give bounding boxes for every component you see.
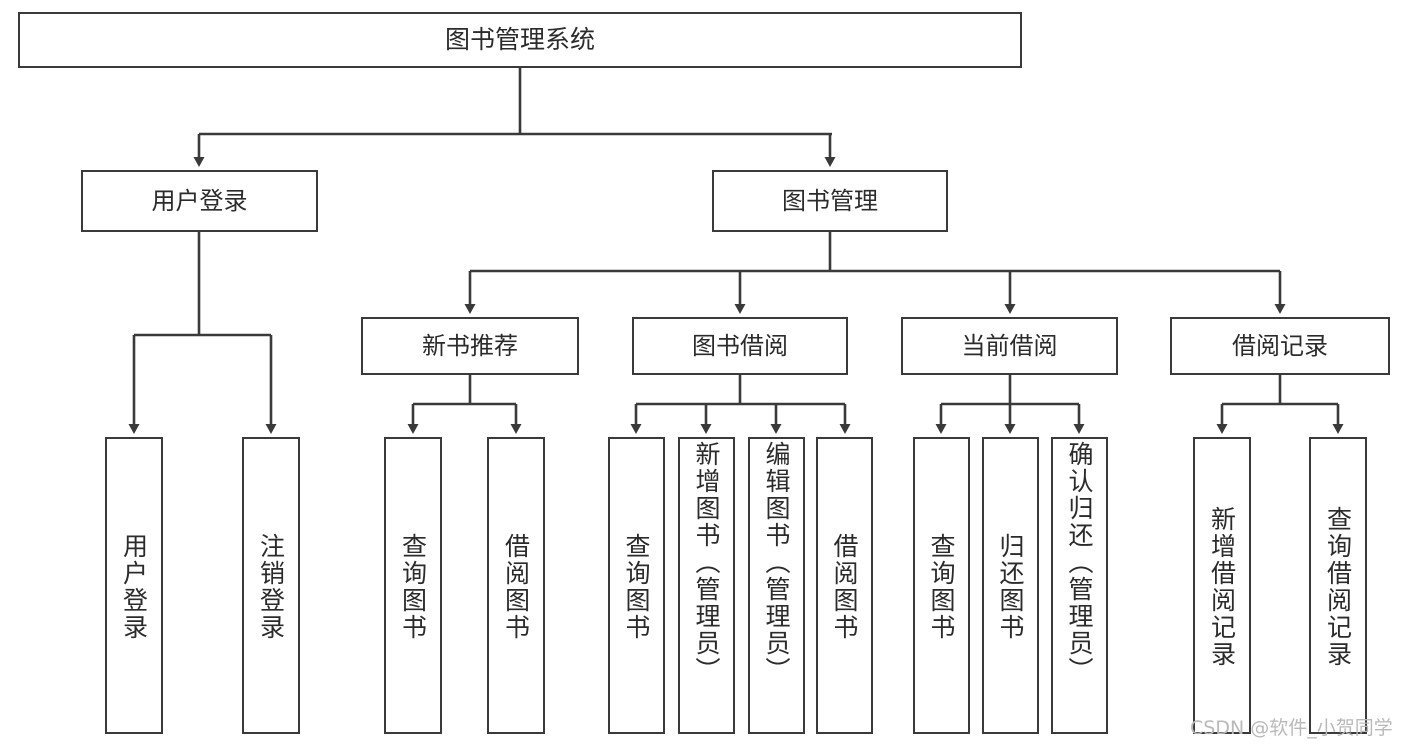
node-leaf-borrow-book-2-label: 借阅图书 xyxy=(830,532,859,641)
node-leaf-add-record[interactable]: 新增借阅记录 xyxy=(1193,437,1251,734)
node-leaf-borrow-book-1[interactable]: 借阅图书 xyxy=(487,437,545,734)
node-leaf-edit-book-label: 编辑图书（管理员） xyxy=(762,441,791,684)
node-new-book-recommend[interactable]: 新书推荐 xyxy=(361,317,579,375)
node-current-borrow-label: 当前借阅 xyxy=(961,331,1058,360)
node-borrow-record[interactable]: 借阅记录 xyxy=(1170,317,1390,375)
node-leaf-user-login[interactable]: 用户登录 xyxy=(105,437,163,734)
node-leaf-return-book-label: 归还图书 xyxy=(996,532,1025,641)
node-leaf-query-book-3[interactable]: 查询图书 xyxy=(913,437,970,734)
node-leaf-add-book[interactable]: 新增图书（管理员） xyxy=(678,437,735,734)
node-borrow-record-label: 借阅记录 xyxy=(1232,331,1328,360)
node-leaf-query-book-1-label: 查询图书 xyxy=(398,532,428,641)
node-leaf-return-book[interactable]: 归还图书 xyxy=(982,437,1039,734)
node-user-login[interactable]: 用户登录 xyxy=(81,170,318,232)
watermark-text: CSDN @软件_小贺同学 xyxy=(1190,717,1393,739)
node-leaf-logout[interactable]: 注销登录 xyxy=(242,437,300,734)
node-leaf-borrow-book-1-label: 借阅图书 xyxy=(501,532,531,641)
node-root[interactable]: 图书管理系统 xyxy=(18,12,1022,68)
node-leaf-logout-label: 注销登录 xyxy=(256,532,286,641)
node-leaf-edit-book[interactable]: 编辑图书（管理员） xyxy=(748,437,805,734)
node-leaf-confirm-return-label: 确认归还（管理员） xyxy=(1065,441,1094,684)
node-user-login-label: 用户登录 xyxy=(151,186,248,215)
node-new-book-recommend-label: 新书推荐 xyxy=(422,331,518,360)
node-book-manage[interactable]: 图书管理 xyxy=(712,170,948,232)
node-leaf-query-book-1[interactable]: 查询图书 xyxy=(384,437,442,734)
node-book-borrow[interactable]: 图书借阅 xyxy=(632,317,848,375)
node-leaf-add-record-label: 新增借阅记录 xyxy=(1207,505,1237,668)
node-leaf-user-login-label: 用户登录 xyxy=(119,532,149,641)
node-leaf-query-book-2[interactable]: 查询图书 xyxy=(608,437,665,734)
node-book-manage-label: 图书管理 xyxy=(782,186,878,215)
node-leaf-query-record[interactable]: 查询借阅记录 xyxy=(1309,437,1367,734)
node-book-borrow-label: 图书借阅 xyxy=(692,331,788,360)
node-root-label: 图书管理系统 xyxy=(444,25,595,54)
node-leaf-add-book-label: 新增图书（管理员） xyxy=(692,441,721,684)
node-leaf-query-record-label: 查询借阅记录 xyxy=(1323,505,1353,668)
node-leaf-borrow-book-2[interactable]: 借阅图书 xyxy=(816,437,873,734)
node-leaf-query-book-2-label: 查询图书 xyxy=(622,532,651,641)
node-current-borrow[interactable]: 当前借阅 xyxy=(901,317,1118,375)
node-leaf-query-book-3-label: 查询图书 xyxy=(927,532,956,641)
node-leaf-confirm-return[interactable]: 确认归还（管理员） xyxy=(1051,437,1108,734)
